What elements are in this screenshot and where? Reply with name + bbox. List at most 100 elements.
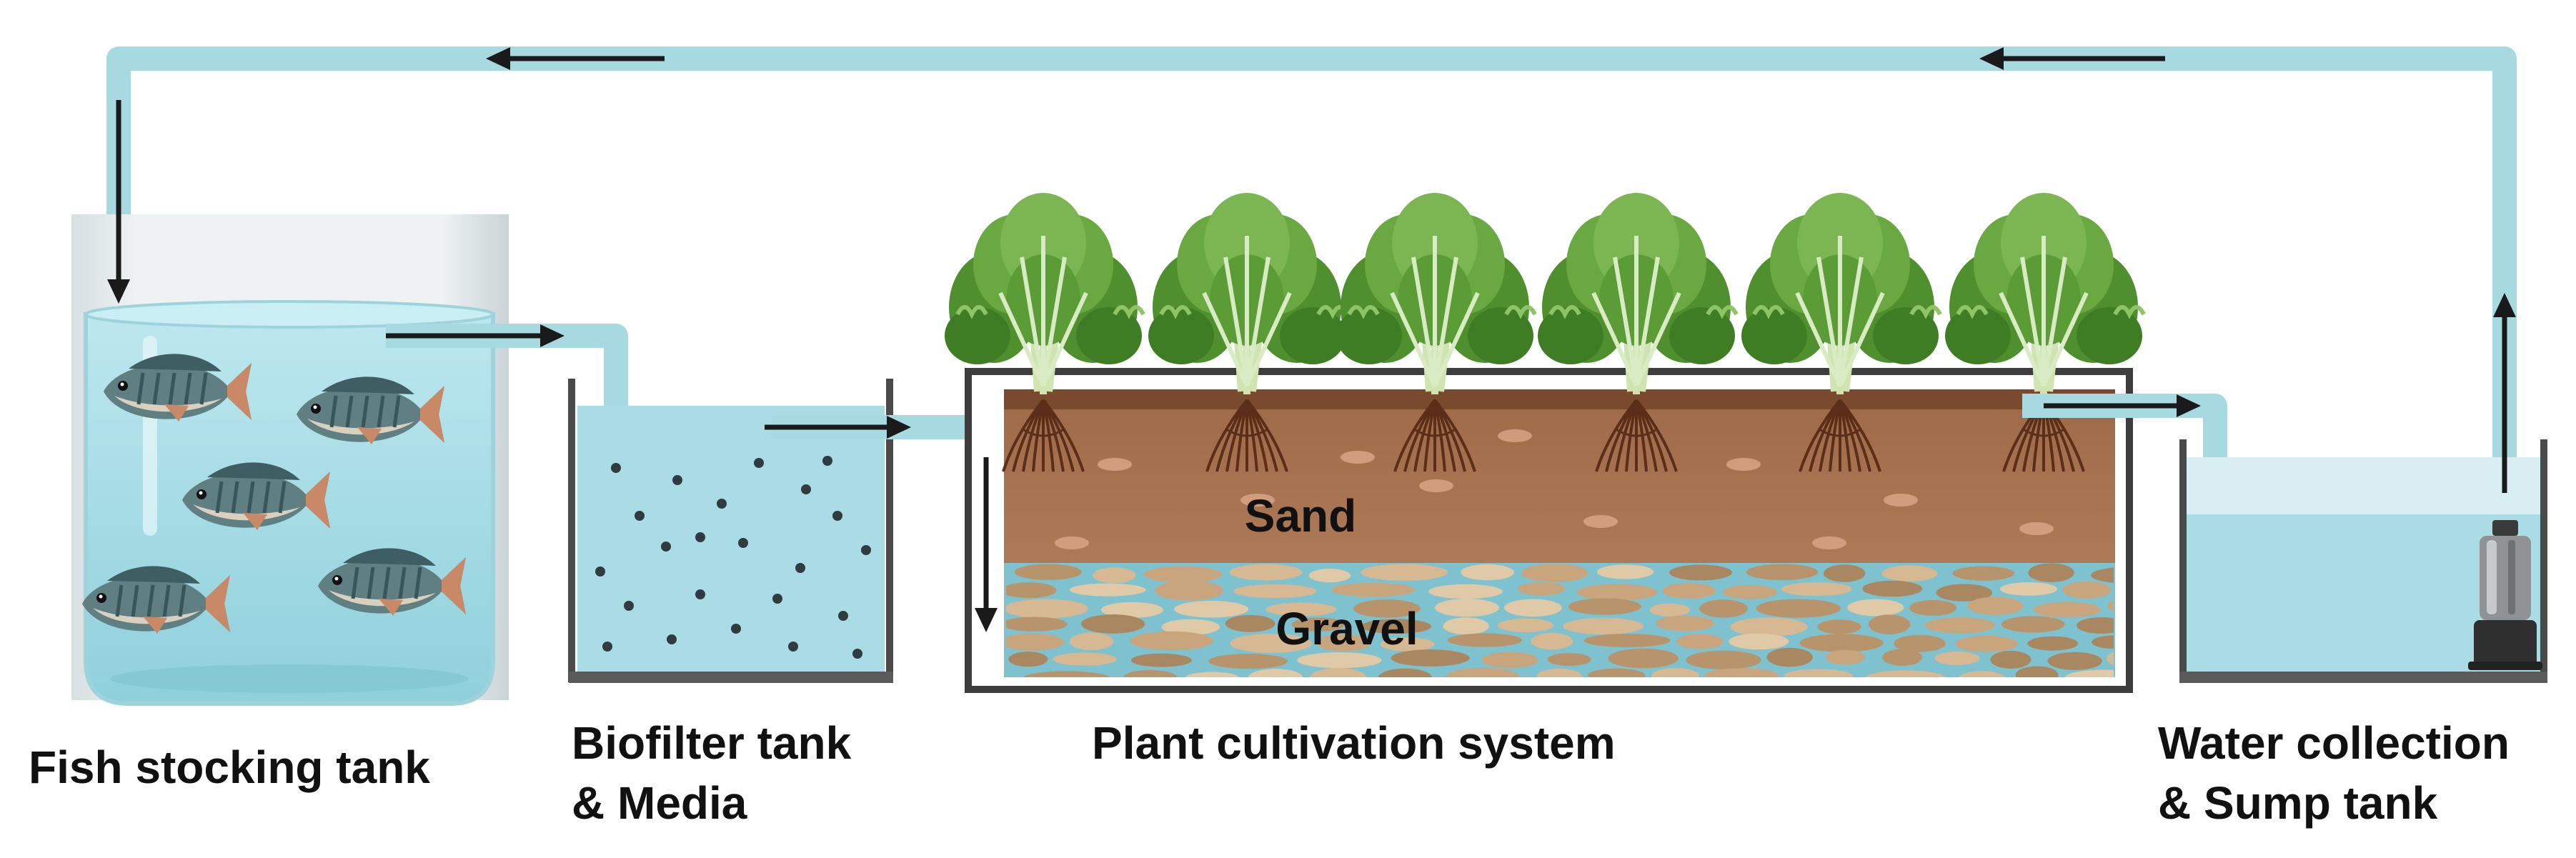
pebble [1959,671,2005,677]
media-bead [661,542,671,552]
pebble [1361,619,1432,634]
sump-label-line1: Water collection [2158,717,2510,769]
flow-arrow-icon [486,47,665,70]
media-bead [861,545,871,555]
pebble [1865,670,1946,677]
pebble [1934,652,1980,665]
pebble [1729,633,1789,650]
pebble [1123,669,1178,677]
fish-icon [182,462,330,530]
pebble [1233,584,1317,599]
submersible-pump-icon [2468,520,2542,670]
pebble [2091,567,2114,583]
media-bead [832,511,842,521]
root-icon [1799,399,1881,472]
pebble [2064,669,2114,677]
media-bead [754,458,764,468]
pebble [1521,564,1588,582]
pebble [2028,563,2074,582]
media-bead [624,601,634,611]
pebble [1536,668,1582,677]
pebble [2027,636,2079,651]
pebble [1461,564,1514,581]
pebble [1781,582,1852,597]
pebble [1576,584,1658,601]
fish-icon [318,548,466,616]
pebble [1092,567,1136,584]
pebble [1847,599,1904,617]
pebble [1291,617,1346,632]
pebble [2076,617,2114,634]
pebble [1925,617,1996,634]
pebble [1052,652,1117,666]
media-bead [717,499,727,509]
pebble [2033,602,2101,618]
gravel-label: Gravel [1275,603,1418,654]
flow-arrow-icon [2493,293,2516,493]
pebble [1531,632,1573,650]
pebble [1588,668,1646,677]
pebble [1173,600,1249,618]
pebble [1447,633,1523,647]
flow-arrows [107,47,2516,632]
media-bead [738,538,748,548]
pebble [1069,632,1114,651]
pebble [1547,653,1591,667]
pebble [1443,617,1489,635]
pebble [1967,597,2024,615]
root-icon [1393,399,1476,472]
pebble [1006,633,1065,651]
pebble [1990,650,2032,669]
pebble [1080,614,1145,634]
pebble [1297,652,1382,669]
fish-tank-label: Fish stocking tank [29,742,430,793]
media-bead [672,475,682,485]
pebble [1316,634,1371,652]
root-icon [1205,399,1288,472]
pebble [1756,599,1841,618]
pebble [1130,631,1213,651]
pebble [1824,564,1866,582]
pebble [1799,634,1884,652]
lettuce-plant-icon [1336,193,1537,472]
pebble [1583,634,1671,647]
pebble [1006,582,1057,599]
pebble [1686,650,1761,670]
media-bead [695,532,705,542]
pebble [1651,667,1699,677]
pebble [2107,600,2114,612]
pebble [1208,654,1288,669]
pebble [1100,602,1164,618]
media-bead [822,456,832,466]
pebble [1380,637,1435,652]
pebble [1669,564,1733,581]
root-icon [1595,399,1678,472]
pebble [1308,569,1351,583]
lettuce-plant-icon [1148,193,1349,472]
pebble [1248,669,1303,677]
media-bead [667,634,677,644]
media-bead [788,642,798,652]
pebble [1428,584,1503,599]
pebble [1434,599,1500,617]
pebble [1161,619,1220,635]
pebble [1909,599,1957,616]
pebble [1006,599,1088,619]
fish-icon [297,376,444,444]
lettuce-plant-icon [1741,193,1942,472]
pebble [1378,668,1433,677]
pebble [1023,671,1110,677]
pebble [1069,583,1146,597]
pebble [1361,564,1448,581]
pebble [1882,649,1923,666]
pebble [1229,564,1303,581]
media-bead [595,567,605,577]
pebble [1596,564,1654,579]
pebble [1608,648,1679,669]
plant-cultivation-bed [965,368,2133,693]
pebble [2062,581,2112,599]
pebble [1746,564,1819,581]
flow-arrow-icon [765,416,911,439]
lettuce-plant-icon [1945,193,2146,472]
